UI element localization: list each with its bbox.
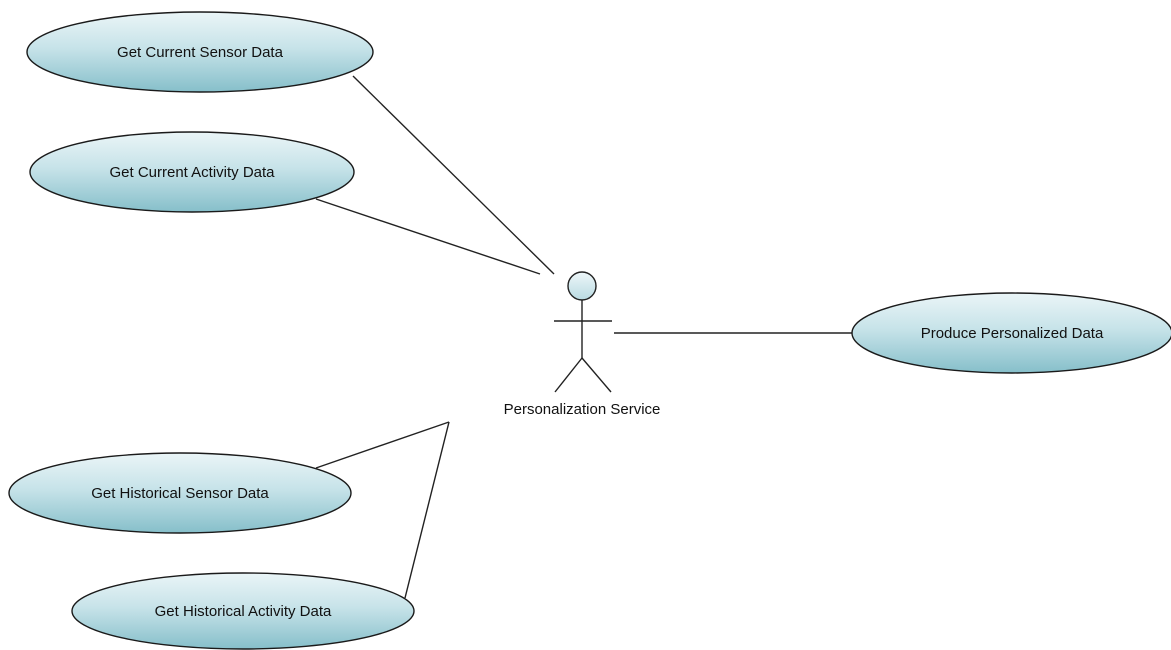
use-case-ellipse bbox=[851, 292, 1171, 374]
association-historical-activity bbox=[404, 421, 450, 599]
use-case-get-historical-activity-data[interactable]: Get Historical Activity Data bbox=[71, 572, 415, 650]
associations bbox=[315, 75, 852, 599]
use-case-label: Get Current Sensor Data bbox=[117, 44, 284, 61]
actor-left-leg bbox=[554, 357, 583, 393]
association-historical-sensor bbox=[315, 421, 450, 469]
use-case-label: Get Historical Activity Data bbox=[155, 603, 332, 620]
use-case-label: Get Current Activity Data bbox=[109, 164, 275, 181]
association-current-sensor bbox=[352, 75, 555, 275]
use-case-ellipse bbox=[8, 452, 352, 534]
actor-personalization-service[interactable]: Personalization Service bbox=[504, 271, 661, 418]
use-case-get-historical-sensor-data[interactable]: Get Historical Sensor Data bbox=[8, 452, 352, 534]
use-case-label: Get Historical Sensor Data bbox=[91, 485, 269, 502]
association-current-activity bbox=[315, 198, 541, 275]
actor-label: Personalization Service bbox=[504, 401, 661, 418]
use-case-get-current-sensor-data[interactable]: Get Current Sensor Data bbox=[26, 11, 374, 93]
use-case-produce-personalized-data[interactable]: Produce Personalized Data bbox=[851, 292, 1171, 374]
use-case-ellipse bbox=[29, 131, 355, 213]
use-case-label: Produce Personalized Data bbox=[921, 325, 1104, 342]
actor-head bbox=[567, 271, 597, 301]
use-case-ellipse bbox=[26, 11, 374, 93]
stick-figure-icon bbox=[554, 271, 612, 393]
use-case-ellipse bbox=[71, 572, 415, 650]
use-case-get-current-activity-data[interactable]: Get Current Activity Data bbox=[29, 131, 355, 213]
actor-right-leg bbox=[581, 357, 612, 393]
